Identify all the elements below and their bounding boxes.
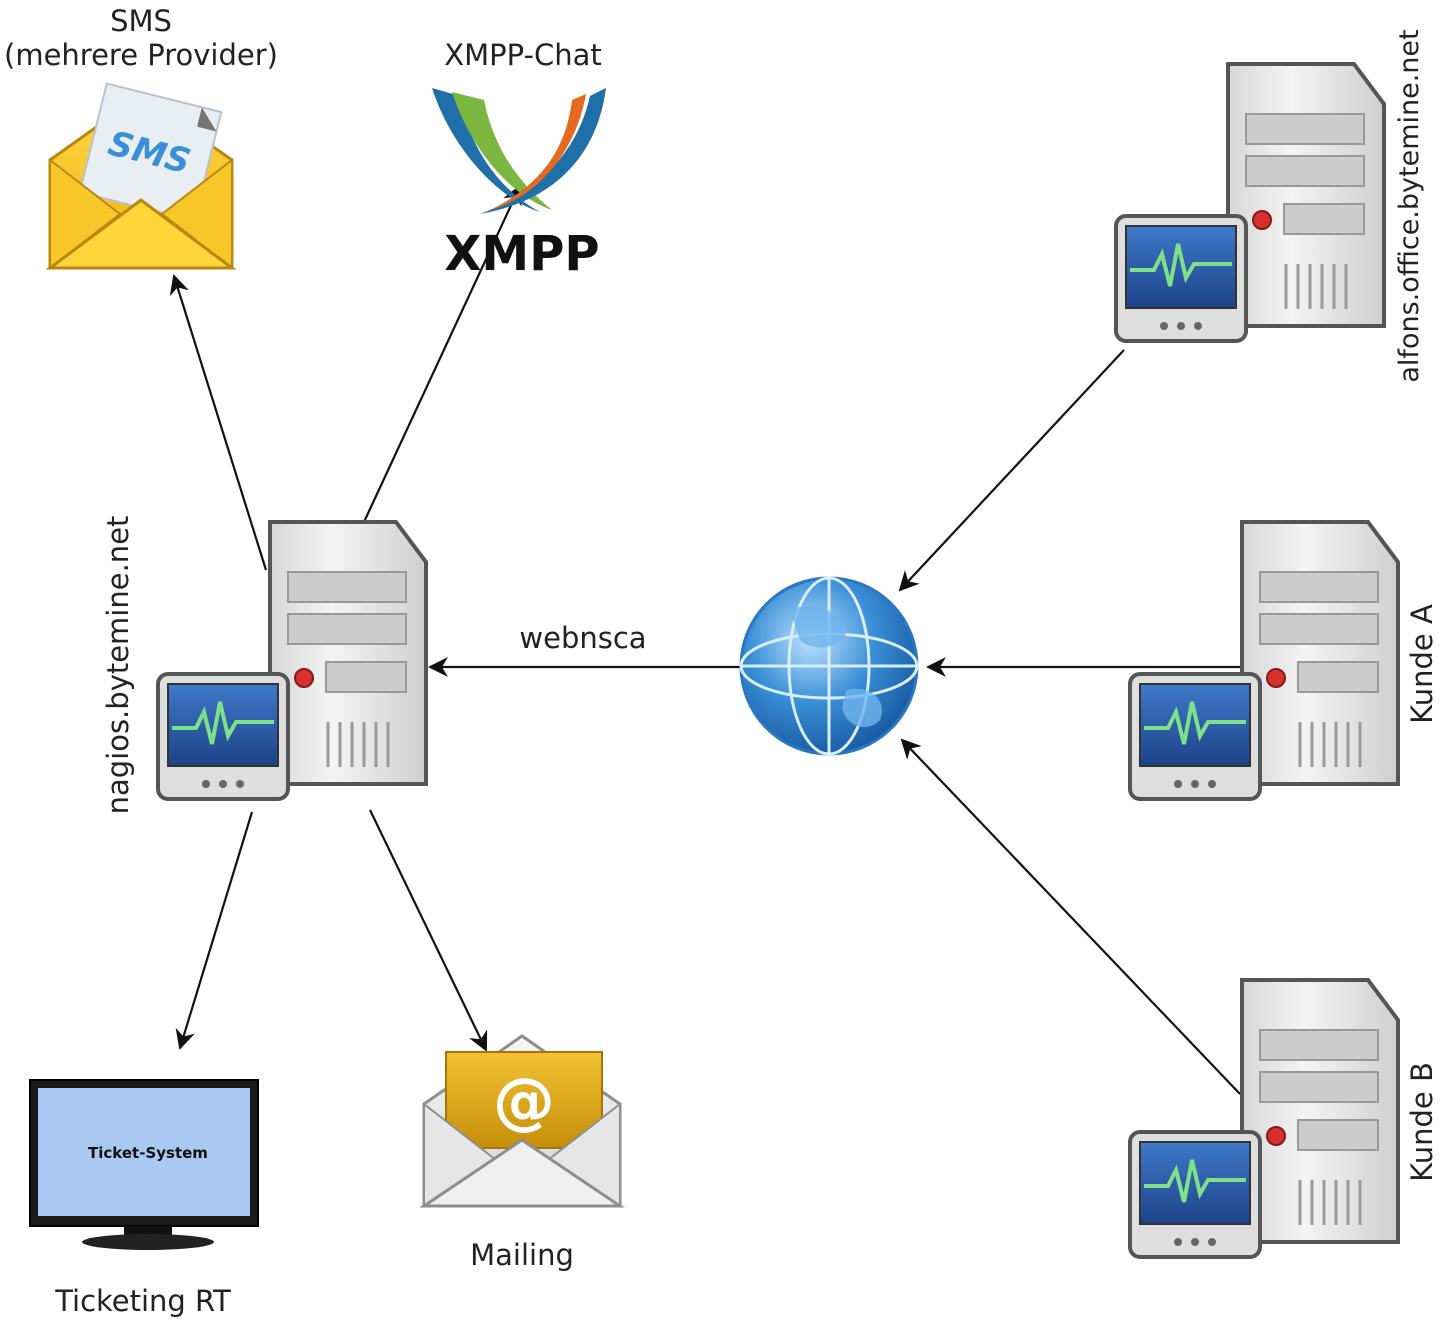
kunde-b-node: Kunde B xyxy=(1128,978,1439,1259)
xmpp-logo-icon: XMPP xyxy=(432,88,606,282)
nagios-node: nagios.bytemine.net xyxy=(101,516,428,815)
ticketing-label: Ticketing RT xyxy=(54,1284,231,1318)
kunde-b-label: Kunde B xyxy=(1405,1062,1439,1182)
alfons-label: alfons.office.bytemine.net xyxy=(1394,29,1425,382)
alfons-node: alfons.office.bytemine.net xyxy=(1114,29,1425,383)
ticketing-node: Ticket-System Ticketing RT xyxy=(29,1079,259,1318)
edge-nagios-to-sms xyxy=(169,274,268,571)
email-at-icon: @ xyxy=(419,1034,625,1208)
sms-node: SMS (mehrere Provider) SMS xyxy=(4,4,278,271)
edge-kunde-b-to-internet xyxy=(900,738,1241,1095)
xmpp-label: XMPP-Chat xyxy=(444,38,601,72)
kunde-a-node: Kunde A xyxy=(1128,520,1439,801)
sms-label-providers: (mehrere Provider) xyxy=(4,38,278,72)
edge-alfons-to-internet xyxy=(898,349,1125,592)
edge-nagios-to-mailing xyxy=(369,809,488,1052)
mailing-label: Mailing xyxy=(470,1238,574,1272)
nagios-server-icon xyxy=(156,520,428,801)
sms-envelope-icon: SMS xyxy=(45,82,237,271)
sms-label: SMS xyxy=(110,4,172,38)
svg-text:XMPP: XMPP xyxy=(444,226,599,282)
nagios-label: nagios.bytemine.net xyxy=(101,516,135,815)
kunde-a-server-icon xyxy=(1128,520,1400,801)
alfons-server-icon xyxy=(1114,62,1386,343)
mailing-node: @ Mailing xyxy=(419,1034,625,1272)
svg-text:Ticket-System: Ticket-System xyxy=(88,1144,208,1162)
globe-icon xyxy=(739,576,919,756)
svg-text:@: @ xyxy=(493,1064,555,1137)
kunde-a-label: Kunde A xyxy=(1405,604,1439,724)
edge-nagios-to-xmpp xyxy=(363,184,522,523)
xmpp-node: XMPP-Chat XMPP xyxy=(432,38,606,282)
edge-nagios-to-ticketing xyxy=(175,811,254,1050)
monitor-icon: Ticket-System xyxy=(29,1079,259,1250)
connections: webnsca xyxy=(169,184,1245,1095)
internet-node xyxy=(739,576,919,756)
edge-label-webnsca: webnsca xyxy=(519,621,646,655)
